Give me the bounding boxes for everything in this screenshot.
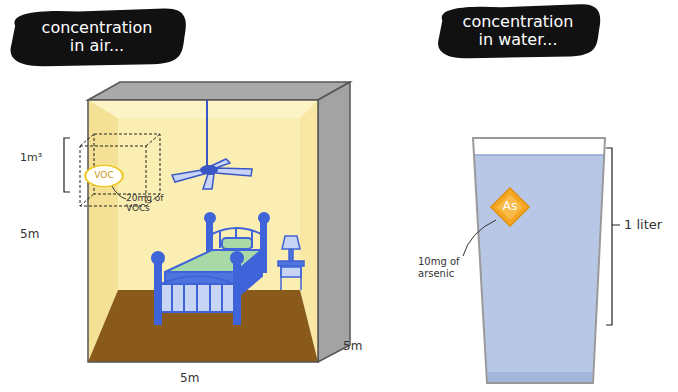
glass-base xyxy=(487,372,593,383)
fan-blade xyxy=(216,168,252,176)
amount-label: 10mg of arsenic xyxy=(418,256,470,279)
node-content: As xyxy=(490,187,530,227)
fan-hub xyxy=(200,165,218,175)
glass xyxy=(473,138,605,383)
footboard-slat xyxy=(196,284,198,312)
leader-line xyxy=(463,220,496,256)
unit-cube-edge xyxy=(146,134,160,146)
headboard-slat xyxy=(219,230,221,248)
nightstand xyxy=(278,236,304,290)
volume-label: 1 liter xyxy=(624,218,662,233)
volume-label: 1m³ xyxy=(20,152,42,165)
ceiling xyxy=(88,100,318,118)
footboard-slat xyxy=(183,284,185,312)
substance-tag: VOC xyxy=(84,164,124,188)
unit-cube-edge xyxy=(80,194,94,206)
heading-badge: concentration in water... xyxy=(432,2,604,60)
leader-line xyxy=(112,186,126,199)
dimension-bracket xyxy=(64,138,70,192)
dimension-label: 5m xyxy=(180,372,199,386)
heading-text: concentration in air... xyxy=(36,19,158,54)
node-text: VOC xyxy=(84,171,124,181)
node-content: concentration in air... xyxy=(4,6,190,68)
footboard-slat xyxy=(221,284,223,312)
node-content: concentration in water... xyxy=(432,2,604,60)
water-surface xyxy=(474,154,604,156)
lamp-shade xyxy=(282,236,300,249)
heading-badge-fill xyxy=(438,4,600,58)
node-text: As xyxy=(490,200,530,213)
substance-tag-outline xyxy=(491,188,529,226)
lamp-base xyxy=(289,248,293,261)
footboard-rail xyxy=(161,276,234,284)
heading-text: concentration in water... xyxy=(457,13,579,48)
bed-post-knob xyxy=(231,252,243,264)
dimension-label: 5m xyxy=(343,340,362,354)
water xyxy=(474,155,604,383)
bed-post-knob xyxy=(205,213,215,223)
dimension-bracket xyxy=(606,148,620,325)
amount-label: 20mg of VOCs xyxy=(126,193,170,214)
pillow xyxy=(222,238,252,249)
bed xyxy=(152,213,269,324)
footboard-slat xyxy=(209,284,211,312)
fan-rod xyxy=(206,100,208,166)
room-top-face xyxy=(88,82,350,100)
nightstand-leg xyxy=(280,266,282,290)
fan-blade xyxy=(172,170,204,182)
room-side-face xyxy=(318,82,350,362)
nightstand-leg xyxy=(300,266,302,290)
bed-post-knob xyxy=(259,213,269,223)
fan-blade xyxy=(203,174,214,189)
room-frame xyxy=(88,100,318,362)
node-content: VOC xyxy=(84,164,124,188)
unit-cube-edge xyxy=(80,134,94,146)
footboard-slat xyxy=(171,284,173,312)
footboard xyxy=(161,284,234,312)
heading-badge-fill xyxy=(11,8,186,66)
heading-badge: concentration in air... xyxy=(4,6,190,68)
bed-post-knob xyxy=(152,252,164,264)
back-wall xyxy=(118,118,300,290)
substance-tag: As xyxy=(490,187,530,227)
nightstand-drawer xyxy=(281,267,301,277)
dimension-label: 5m xyxy=(20,228,39,242)
